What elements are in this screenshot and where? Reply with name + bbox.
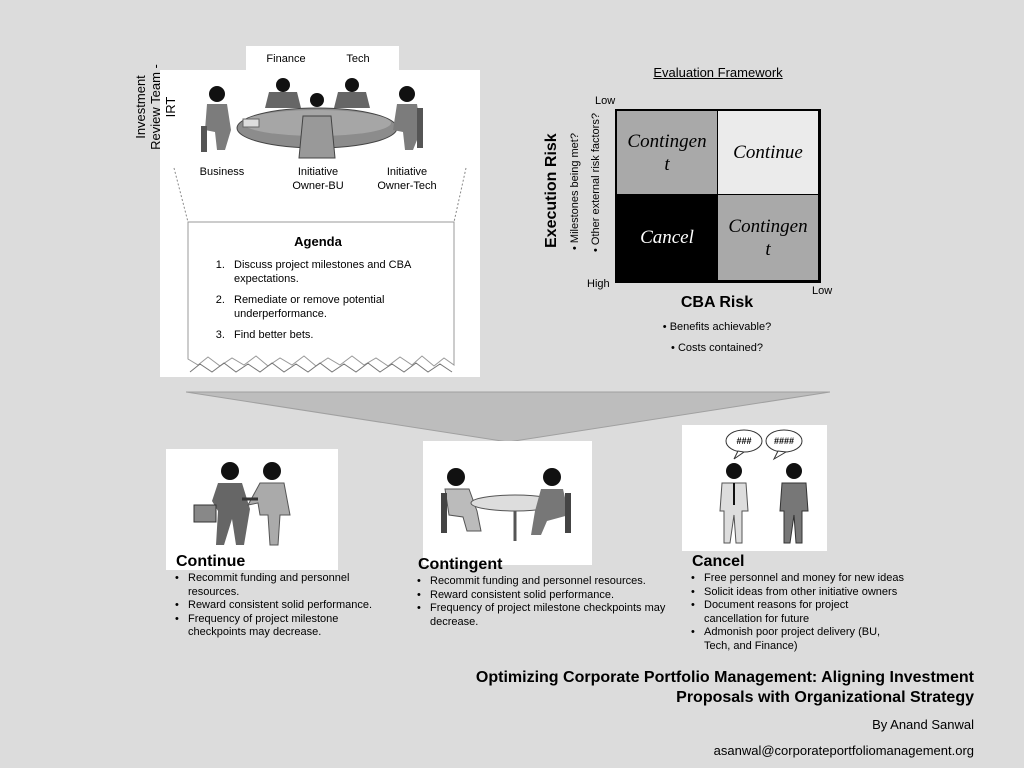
funnel-shape <box>186 391 830 443</box>
list-item: Reward consistent solid performance. <box>175 599 392 613</box>
x-axis-title: CBA Risk <box>680 294 754 311</box>
list-item: Admonish poor project delivery (BU, Tech… <box>691 626 894 653</box>
footer-title-line: Proposals with Organizational Strategy <box>676 689 974 706</box>
matrix-cell-text: Contingent <box>627 130 707 175</box>
team-tab-strip <box>246 46 399 70</box>
discussion-table-illustration <box>441 468 571 541</box>
matrix-cell-bottom-right: Contingent <box>718 195 818 280</box>
footer-author: By Anand Sanwal <box>872 717 974 732</box>
seat-label-business: Business <box>199 166 245 178</box>
matrix-cell-text: Cancel <box>640 227 694 248</box>
seat-label-owner-bu: Initiative Owner-BU <box>292 166 344 192</box>
list-item: Solicit ideas from other initiative owne… <box>691 586 922 600</box>
list-item: Frequency of project milestone checkpoin… <box>417 602 670 629</box>
y-axis-high-label: High <box>587 278 610 290</box>
agenda-item: Find better bets. <box>228 328 428 342</box>
agenda-title: Agenda <box>294 234 342 249</box>
contingent-title: Contingent <box>418 556 503 573</box>
contingent-image <box>423 441 592 565</box>
footer-title-line: Optimizing Corporate Portfolio Managemen… <box>475 669 974 686</box>
continue-image <box>166 449 338 570</box>
cancel-image <box>682 425 827 551</box>
team-vertical-label: Investment Review Team - IRT <box>133 62 178 152</box>
y-axis-bullet: • Milestones being met? <box>569 133 581 250</box>
y-axis-bullet: • Other external risk factors? <box>590 113 602 252</box>
bubble-text: #### <box>773 436 795 446</box>
x-axis-bullet: • Benefits achievable? <box>662 321 772 333</box>
continue-bullets: Recommit funding and personnel resources… <box>166 572 392 640</box>
cancel-title: Cancel <box>692 553 745 570</box>
handshake-illustration <box>193 462 291 546</box>
list-item: Free personnel and money for new ideas <box>691 572 922 586</box>
tab-finance: Finance <box>266 53 306 65</box>
matrix-cell-text: Contingent <box>728 215 808 260</box>
y-axis-title: Execution Risk <box>543 133 560 248</box>
continue-title: Continue <box>176 553 246 570</box>
footer-title: Optimizing Corporate Portfolio Managemen… <box>400 668 974 708</box>
cancel-bullets: Free personnel and money for new ideas S… <box>682 572 922 653</box>
tab-tech: Tech <box>346 53 370 65</box>
list-item: Reward consistent solid performance. <box>417 589 670 603</box>
list-item: Frequency of project milestone checkpoin… <box>175 613 392 640</box>
y-axis-low-label: Low <box>595 95 616 107</box>
speech-bubbles-illustration <box>719 429 809 544</box>
list-item: Document reasons for project cancellatio… <box>691 599 874 626</box>
list-item: Recommit funding and personnel resources… <box>175 572 392 599</box>
x-axis-bullet: • Costs contained? <box>671 342 763 354</box>
matrix-cell-bottom-left: Cancel <box>617 195 717 280</box>
contingent-bullets: Recommit funding and personnel resources… <box>408 575 670 629</box>
framework-title: Evaluation Framework <box>653 65 783 80</box>
list-item: Recommit funding and personnel resources… <box>417 575 670 589</box>
bubble-text: ### <box>736 436 752 446</box>
agenda-item: Discuss project milestones and CBA expec… <box>228 258 428 286</box>
matrix-cell-top-left: Contingent <box>617 111 717 194</box>
matrix-cell-text: Continue <box>733 142 803 163</box>
x-axis-low-label: Low <box>812 285 833 297</box>
team-vertical-label-text: Investment Review Team - IRT <box>133 64 178 150</box>
agenda-list: Discuss project milestones and CBA expec… <box>188 258 428 349</box>
agenda-item: Remediate or remove potential underperfo… <box>228 293 428 321</box>
matrix-cell-top-right: Continue <box>718 111 818 194</box>
seat-label-owner-tech: Initiative Owner-Tech <box>377 166 437 192</box>
agenda-paper <box>173 167 467 373</box>
footer-email: asanwal@corporateportfoliomanagement.org <box>713 743 974 758</box>
meeting-table-illustration <box>201 78 423 159</box>
